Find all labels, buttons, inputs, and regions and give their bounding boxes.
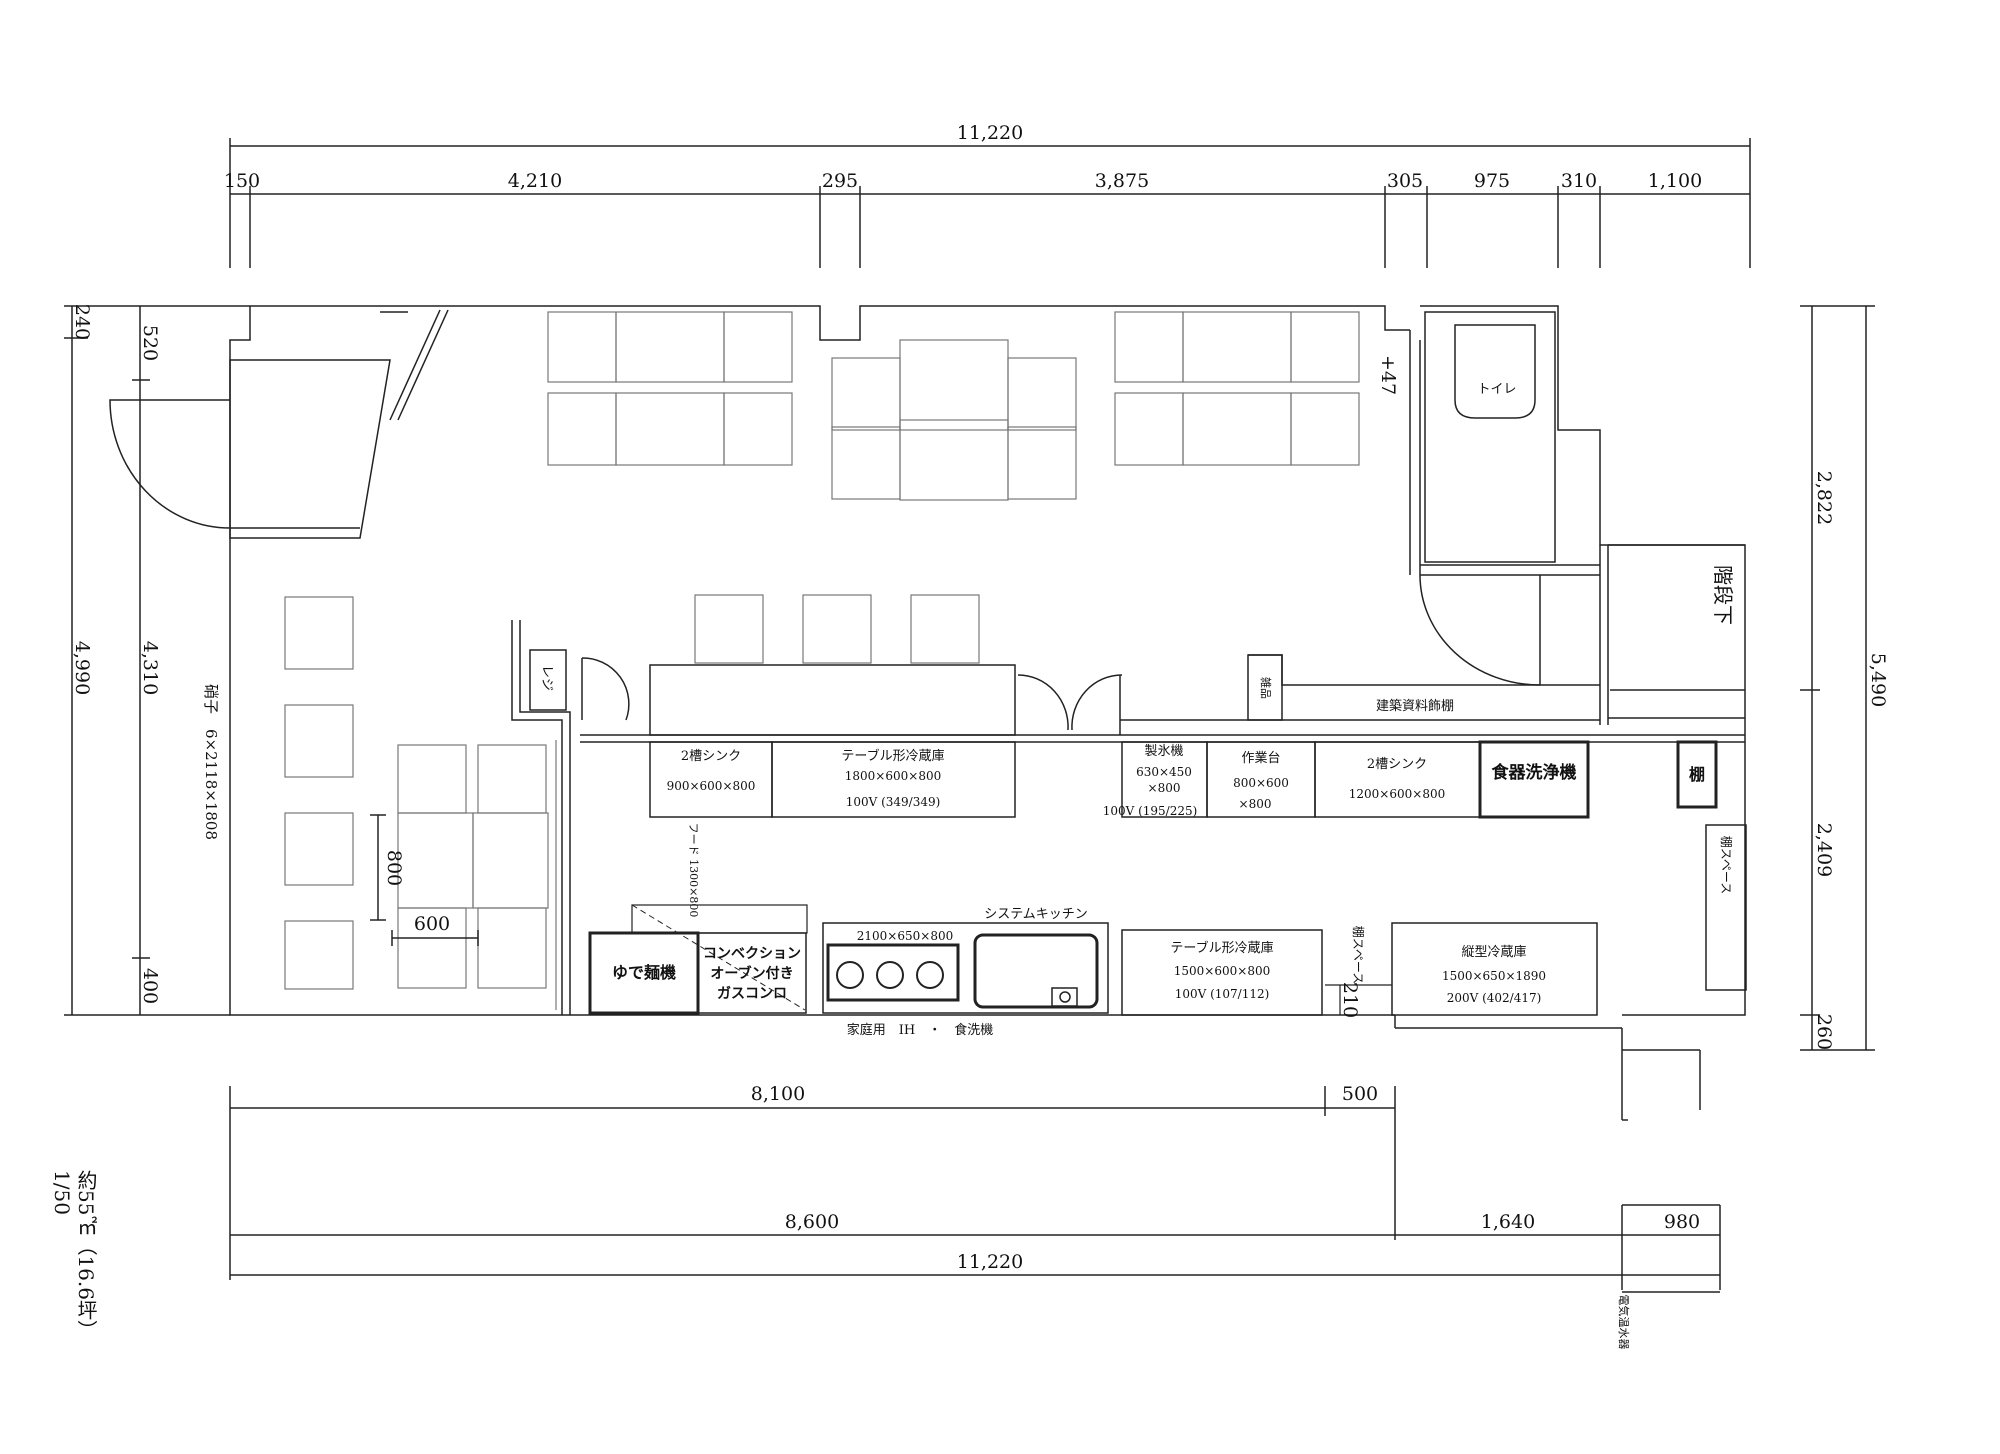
fridge-b-size: 1500×600×800 — [1174, 964, 1270, 978]
fridge-a-power: 100V (349/349) — [846, 795, 941, 809]
dim-top-2: 295 — [822, 170, 858, 192]
plan-notes: 約55㎡（16.6坪） 1/50 — [28, 1170, 98, 1370]
sink2-a-name: 2槽シンク — [681, 749, 741, 764]
sink2-b-name: 2槽シンク — [1367, 757, 1427, 772]
dim-bottom-row1-0: 8,100 — [751, 1083, 805, 1105]
dim-top-7: 1,100 — [1648, 170, 1702, 192]
system-kitchen-name: システムキッチン — [984, 907, 1088, 922]
system-kitchen-size: 2100×650×800 — [857, 929, 953, 943]
stairs-label: 階段下 — [1711, 565, 1735, 625]
dim-right-2: 260 — [1813, 1014, 1835, 1050]
hood-label: フード 1300×800 — [687, 823, 700, 918]
fridge-b-power: 100V (107/112) — [1175, 987, 1270, 1001]
ice-maker-size2: ×800 — [1148, 781, 1181, 795]
home-dishwasher-label: 家庭用 IH ・ 食洗機 — [847, 1022, 993, 1038]
sink2-b-size: 1200×600×800 — [1349, 787, 1445, 801]
display-shelf-label: 建築資料飾棚 — [1376, 699, 1454, 714]
dim-bottom-row2-2: 980 — [1664, 1211, 1700, 1233]
shelf-space-label: 棚スペース — [1719, 836, 1734, 895]
area-note: 約55㎡（16.6坪） — [74, 1170, 98, 1340]
glass-label: 硝子 6×2118×1808 — [202, 684, 220, 840]
dim-plus47: +47 — [1377, 355, 1399, 395]
dim-left-outer: 4,990 — [71, 641, 93, 695]
worktable-size2: ×800 — [1239, 797, 1272, 811]
ice-maker-size1: 630×450 — [1136, 765, 1192, 779]
ice-maker-power: 100V (195/225) — [1103, 804, 1198, 818]
shelf-space-label-2: 棚スペース — [1351, 926, 1366, 985]
worktable-name: 作業台 — [1241, 750, 1280, 766]
dim-bottom-row2-0: 8,600 — [785, 1211, 839, 1233]
convection-line3: ガスコンロ — [717, 986, 787, 1002]
upright-fridge-power: 200V (402/417) — [1447, 991, 1542, 1005]
dim-right-total: 5,490 — [1867, 653, 1889, 707]
dim-top-4: 305 — [1387, 170, 1423, 192]
dishwasher-name: 食器洗浄機 — [1492, 762, 1577, 783]
upright-fridge-name: 縦型冷蔵庫 — [1461, 945, 1526, 960]
dim-left-inner-1: 4,310 — [139, 641, 161, 695]
fridge-a-size: 1800×600×800 — [845, 769, 941, 783]
worktable-size1: 800×600 — [1233, 776, 1289, 790]
dim-top-5: 975 — [1474, 170, 1510, 192]
dim-top-6: 310 — [1561, 170, 1597, 192]
toilet-label: トイレ — [1477, 382, 1516, 397]
register-label: レジ — [539, 665, 554, 691]
ice-maker-name: 製氷機 — [1144, 744, 1183, 759]
noodle-boiler-name: ゆで麺機 — [612, 963, 676, 982]
upright-fridge-size: 1500×650×1890 — [1442, 969, 1546, 983]
dim-seat-height: 800 — [383, 850, 405, 886]
convection-line2: オーブン付き — [710, 965, 793, 982]
dim-bottom-total: 11,220 — [957, 1251, 1023, 1273]
water-heater-label: 電気温水器 — [1617, 1295, 1631, 1350]
shelf-label: 棚 — [1689, 765, 1705, 784]
scale-note: 1/50 — [50, 1170, 74, 1215]
dim-seat-width: 600 — [414, 913, 450, 935]
dim-gap210: 210 — [1339, 982, 1361, 1018]
dim-top-3: 3,875 — [1095, 170, 1149, 192]
convection-line1: コンベクション — [703, 946, 801, 962]
sink2-a-size: 900×600×800 — [667, 779, 756, 793]
fridge-a-name: テーブル形冷蔵庫 — [841, 748, 944, 764]
dim-top-0: 150 — [224, 170, 260, 192]
misc-label: 雑品 — [1259, 677, 1273, 699]
dim-left-top: 240 — [71, 304, 93, 340]
dim-left-inner-2: 400 — [139, 968, 161, 1004]
dim-right-1: 2,409 — [1813, 823, 1835, 877]
dim-right-0: 2,822 — [1813, 471, 1835, 525]
fridge-b-name: テーブル形冷蔵庫 — [1170, 940, 1273, 956]
dim-bottom-row1-1: 500 — [1342, 1083, 1378, 1105]
dim-bottom-row2-1: 1,640 — [1481, 1211, 1535, 1233]
dim-top-1: 4,210 — [508, 170, 562, 192]
dim-top-total: 11,220 — [957, 122, 1023, 144]
dim-left-inner-0: 520 — [139, 325, 161, 361]
